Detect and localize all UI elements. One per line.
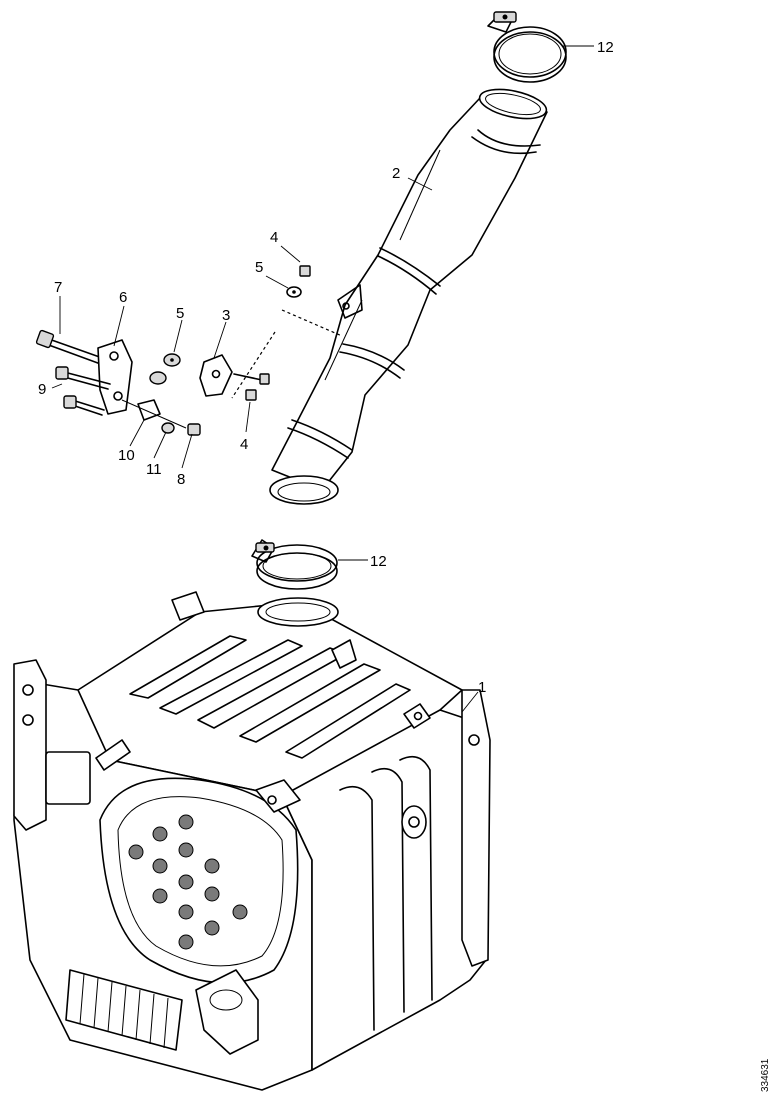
- label-part-4-top: 4: [270, 229, 278, 246]
- label-part-8: 8: [177, 471, 185, 488]
- washer-11: [161, 422, 175, 434]
- washer-5-top: [286, 286, 302, 298]
- label-part-1: 1: [478, 679, 486, 696]
- label-part-10: 10: [118, 447, 135, 464]
- label-part-11: 11: [146, 461, 162, 478]
- nut-4-mid: [245, 389, 257, 401]
- label-part-4-mid: 4: [240, 436, 248, 453]
- vent-grille: [65, 969, 183, 1051]
- document-id: 334631: [760, 1058, 771, 1092]
- upper-hose-clamp: [487, 11, 567, 83]
- label-part-7: 7: [54, 279, 62, 296]
- nut-4-top: [299, 265, 311, 277]
- spacer-10: [137, 399, 161, 421]
- nut-8: [187, 423, 201, 436]
- label-part-5-top: 5: [255, 259, 263, 276]
- exhaust-pipe: [269, 88, 548, 505]
- label-part-12-top: 12: [597, 39, 614, 56]
- perforation-holes: [128, 814, 248, 950]
- label-part-9: 9: [38, 381, 46, 398]
- lower-hose-clamp: [251, 539, 338, 590]
- label-part-2: 2: [392, 165, 400, 182]
- label-part-5-mid: 5: [176, 305, 184, 322]
- label-part-3: 3: [222, 307, 230, 324]
- label-part-6: 6: [119, 289, 127, 306]
- silencer-unit: [13, 591, 491, 1091]
- mounting-hardware-group: [35, 265, 343, 436]
- part-labels: 12 2 4 5 7 6 5 3 9 4 10 11 8 12 1: [38, 39, 614, 696]
- label-part-12-bottom: 12: [370, 553, 387, 570]
- leader-lines: [51, 45, 594, 713]
